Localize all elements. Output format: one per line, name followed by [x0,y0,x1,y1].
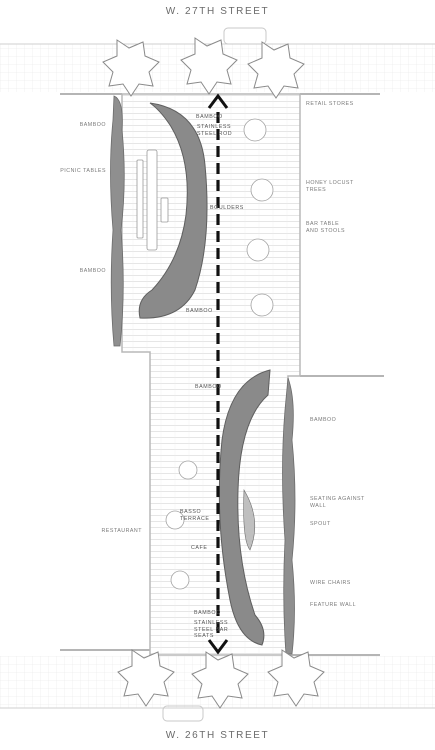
picnic-tables [136,149,169,251]
honey-locust-trees [165,118,274,590]
label-picnic-tables: PICNIC TABLES [60,168,106,174]
south-street-label: W. 26TH STREET [165,730,270,741]
street-trees-south [117,649,325,709]
label-bamboo-mid: BAMBOO [79,268,106,274]
planter-lower [218,369,271,646]
label-basso-terrace: BASSO TERRACE [180,509,210,522]
label-bar-table: BAR TABLE AND STOOLS [306,221,346,234]
label-bamboo-inside-1: BAMBOO [196,114,223,120]
label-seating-wall: SEATING AGAINST WALL [310,496,365,509]
planting-bamboo-left [110,95,125,347]
label-stainless-rod: STAINLESS STEEL ROD [197,124,233,137]
street-trees-north [102,37,305,99]
label-restaurant: RESTAURANT [101,528,142,534]
parked-car-south [162,705,204,722]
label-bamboo-inside-2: BAMBOO [186,308,213,314]
north-street-label: W. 27TH STREET [165,6,270,17]
parked-car-north [223,27,267,45]
label-cafe: CAFE [191,545,208,551]
planting-bamboo-right [282,377,296,655]
label-honey-locust: HONEY LOCUST TREES [306,180,354,193]
circulation-arrow [207,93,229,655]
label-bamboo-right: BAMBOO [310,417,337,423]
label-spout: SPOUT [310,521,331,527]
label-bamboo-inside-3: BAMBOO [195,384,222,390]
label-retail-stores: RETAIL STORES [306,101,354,107]
label-bamboo-top: BAMBOO [79,122,106,128]
label-bamboo-inside-4: BAMBOO [194,610,221,616]
label-boulders: BOULDERS [210,205,244,211]
label-wire-chairs: WIRE CHAIRS [310,580,351,586]
label-feature-wall: FEATURE WALL [310,602,357,608]
planter-upper [138,102,208,319]
label-stainless-seats: STAINLESS STEEL BAR SEATS [194,620,229,639]
